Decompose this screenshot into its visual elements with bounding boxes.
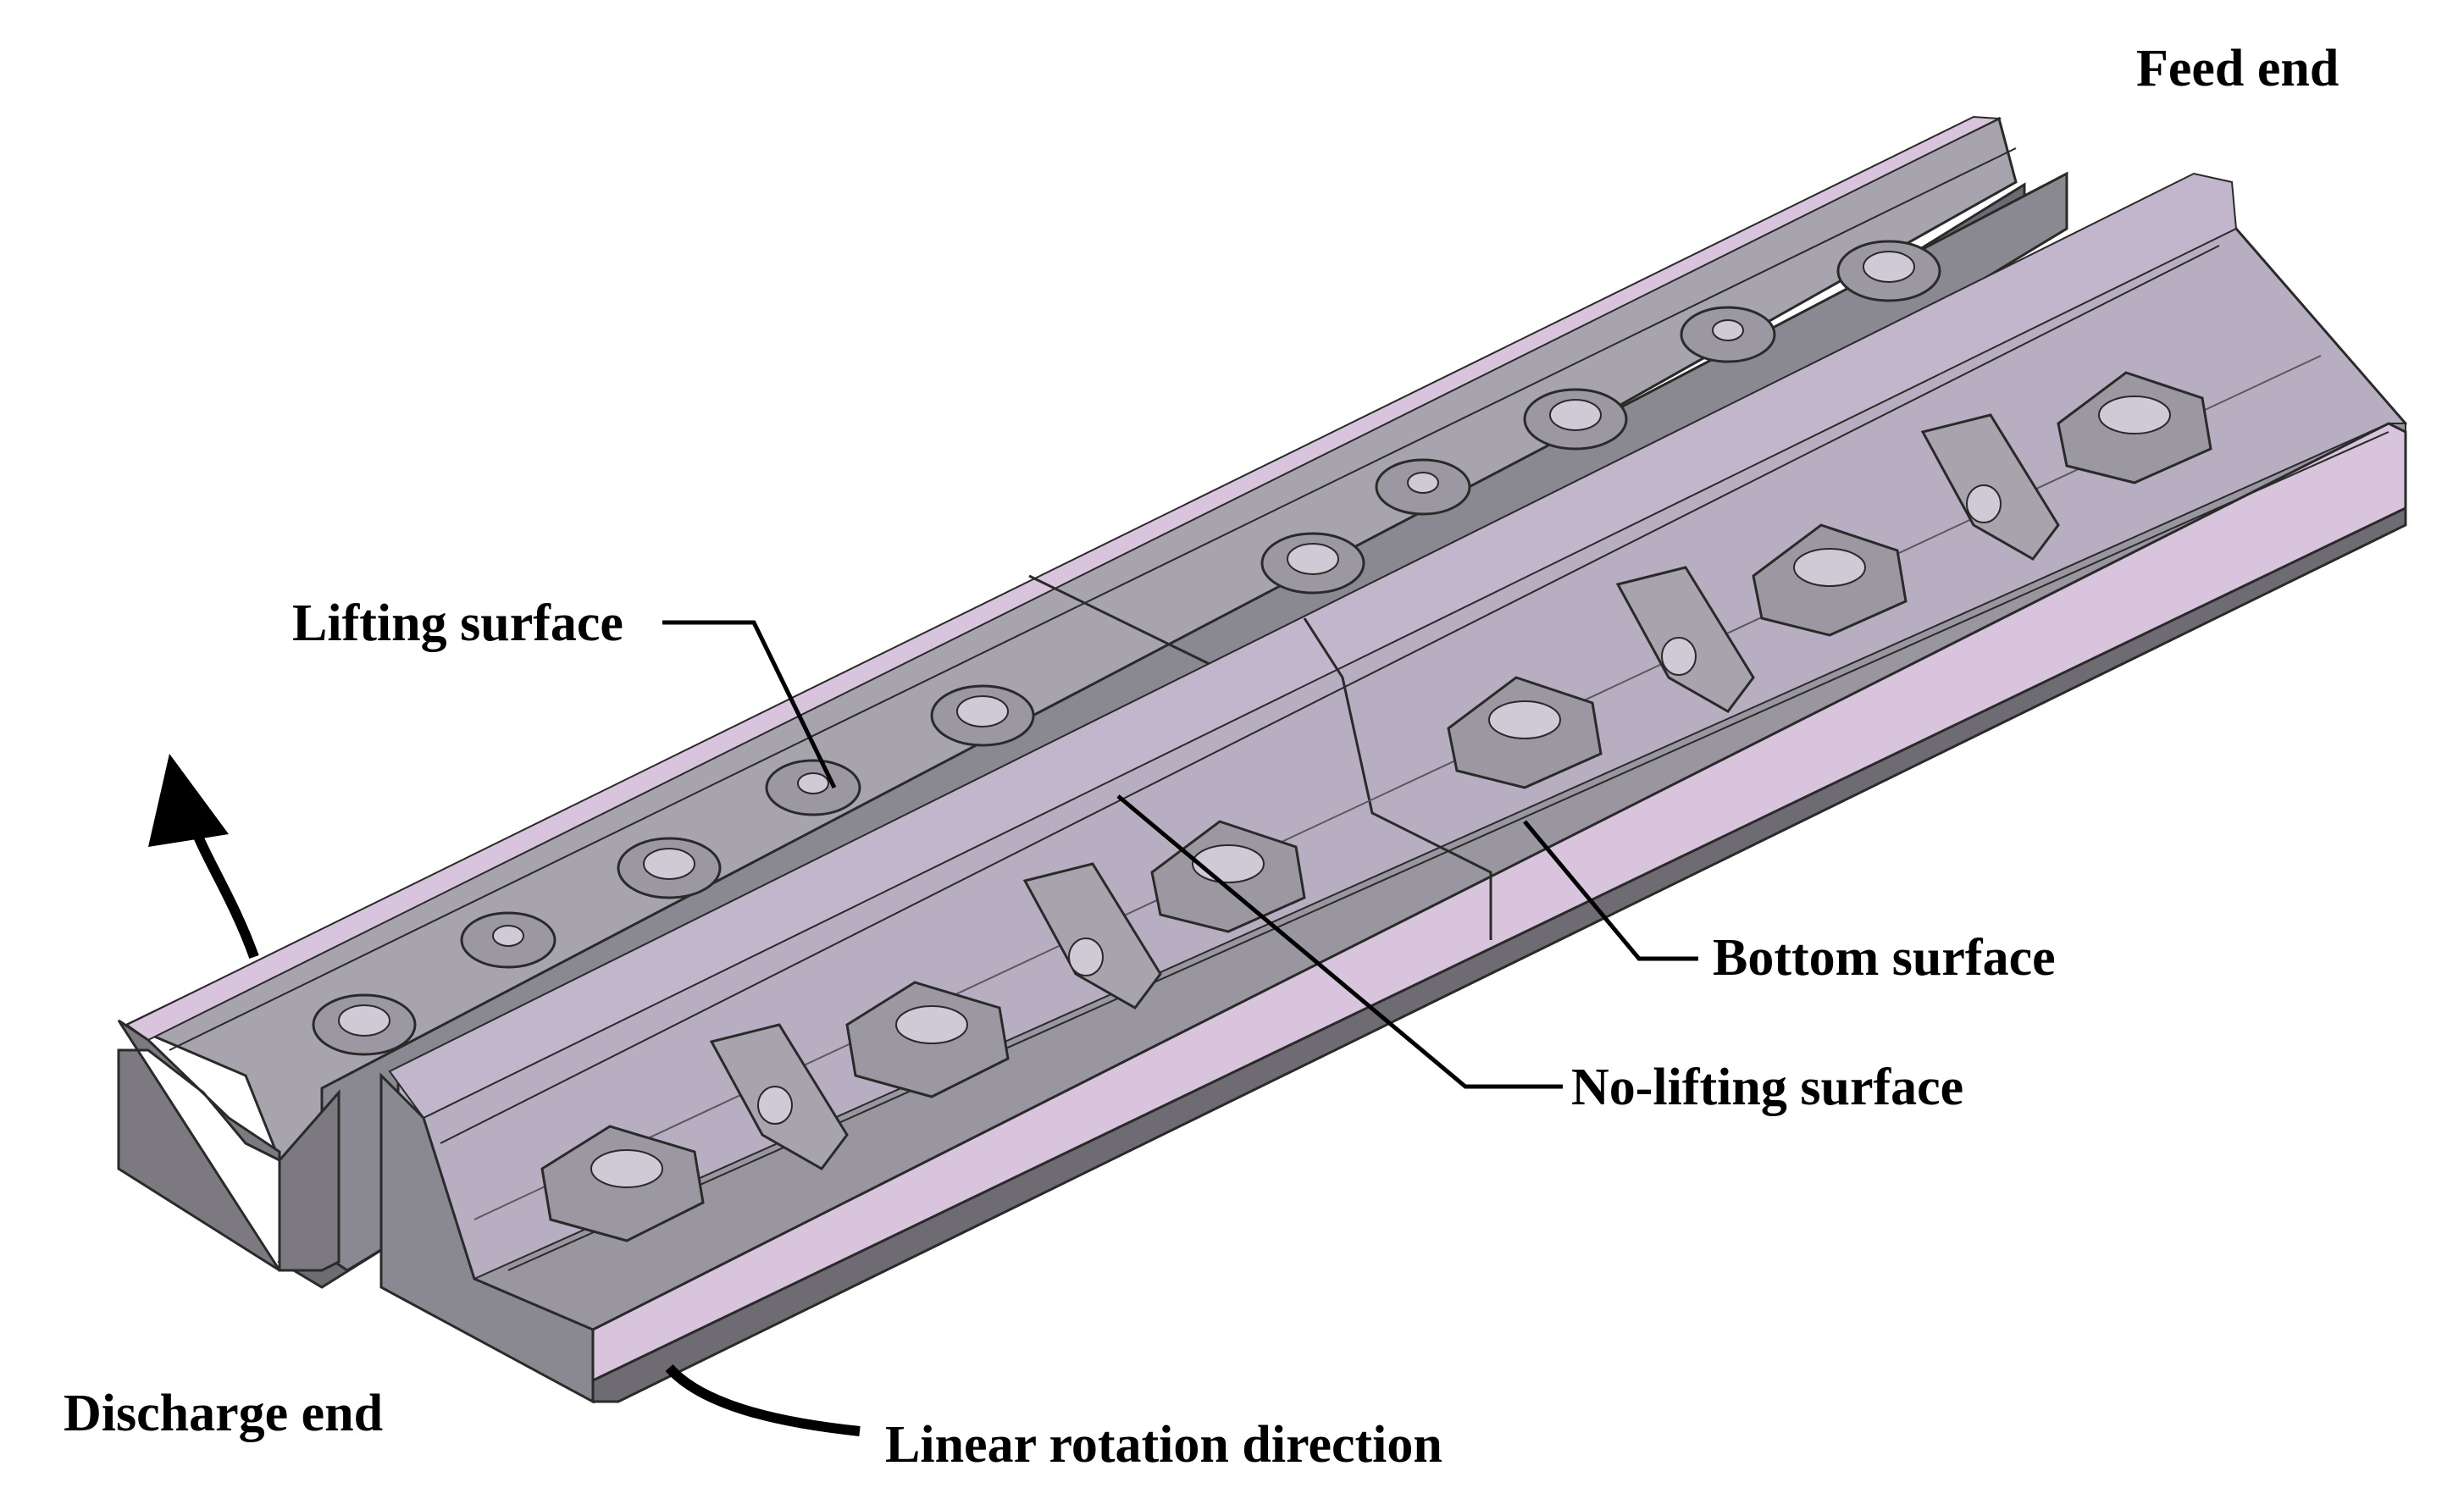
front-bar-lug bbox=[540, 1125, 705, 1242]
discharge-end-label: Discharge end bbox=[64, 1385, 384, 1442]
leader-lines bbox=[662, 620, 1698, 1089]
back-bar-lug bbox=[1523, 388, 1628, 451]
back-bar-crease bbox=[169, 147, 2017, 1051]
no-lifting-surface-leader bbox=[1116, 794, 1563, 1089]
front-bar-lug bbox=[1920, 413, 2060, 561]
back-bar-lug bbox=[930, 684, 1035, 747]
rotation-direction-curve bbox=[665, 1363, 861, 1436]
front-bar-joint bbox=[1303, 617, 1492, 940]
front-bar-lug bbox=[709, 1023, 849, 1170]
direction-arrow-icon bbox=[148, 754, 259, 960]
front-bar-lug bbox=[845, 981, 1010, 1098]
lugs bbox=[312, 240, 2212, 1242]
back-bar-lug bbox=[765, 759, 861, 816]
rotation-direction-label: Linear rotation direction bbox=[885, 1416, 1442, 1474]
front-bar-lug bbox=[1022, 862, 1162, 1009]
no-lifting-surface-label: No-lifting surface bbox=[1571, 1059, 1964, 1116]
feed-end-label: Feed end bbox=[2136, 40, 2339, 97]
back-bar-lug bbox=[1260, 532, 1365, 595]
back-bar-lug bbox=[312, 993, 417, 1056]
back-bar-lug bbox=[1375, 458, 1471, 516]
bottom-surface-leader bbox=[1523, 820, 1698, 961]
lifting-surface-label: Lifting surface bbox=[292, 595, 623, 652]
back-bar-lug bbox=[1836, 240, 1941, 302]
back-bar-lug bbox=[617, 837, 722, 899]
front-bar-lug bbox=[2057, 371, 2212, 484]
front-bar-top-rim bbox=[388, 172, 2238, 1120]
front-bar-lug bbox=[1615, 566, 1755, 713]
front-bar-crease-upper bbox=[440, 245, 2220, 1144]
back-bar-lug bbox=[1680, 306, 1776, 363]
back-bar-end-profile bbox=[117, 1019, 341, 1272]
front-bar-lug bbox=[1752, 523, 1908, 637]
front-bar-end-profile bbox=[379, 1072, 595, 1404]
front-bar-lug bbox=[1447, 676, 1603, 789]
back-bar-joint bbox=[1028, 574, 1221, 671]
back-bar-lug bbox=[460, 911, 556, 969]
lifting-surface-leader bbox=[662, 620, 837, 789]
bottom-surface-label: Bottom surface bbox=[1713, 929, 2056, 987]
